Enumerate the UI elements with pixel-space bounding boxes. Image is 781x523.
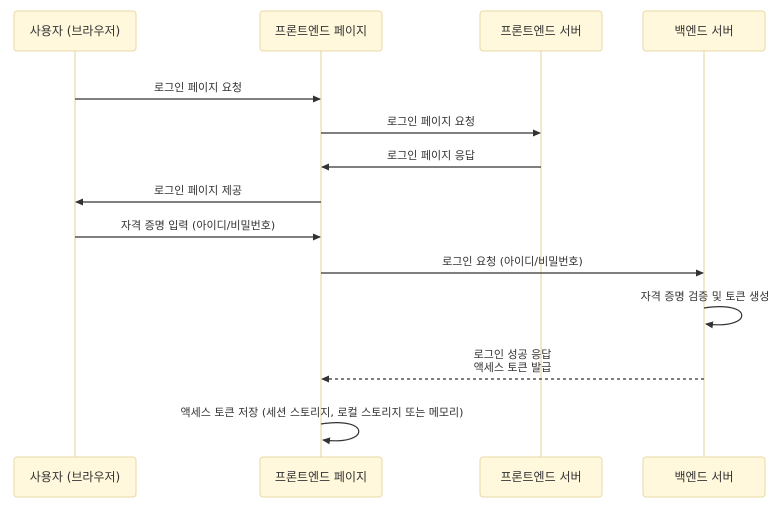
participant-box-rect (13, 456, 137, 498)
message-label: 자격 증명 검증 및 토큰 생성 (641, 290, 770, 303)
message: 로그인 요청 (아이디/비밀번호) (321, 255, 704, 277)
message: 로그인 페이지 요청 (75, 81, 321, 103)
participant-box-bottom: 사용자 (브라우저) (13, 456, 137, 498)
message: 로그인 페이지 응답 (321, 149, 541, 171)
message-label: 로그인 페이지 요청 (387, 115, 475, 128)
participant-label: 백엔드 서버 (674, 24, 733, 38)
message-label: 액세스 토큰 발급 (474, 361, 552, 374)
participant-box-rect (259, 10, 383, 52)
participant-box-top: 프론트엔드 페이지 (259, 10, 383, 52)
participant-box-rect (13, 10, 137, 52)
participant-label: 백엔드 서버 (674, 470, 733, 484)
participant-label: 프론트엔드 페이지 (275, 24, 367, 38)
message-label: 로그인 요청 (아이디/비밀번호) (442, 255, 583, 268)
message-label: 로그인 페이지 요청 (154, 81, 242, 94)
participant-box-top: 프론트엔드 서버 (479, 10, 603, 52)
message: 로그인 페이지 요청 (321, 115, 541, 137)
participant-box-rect (479, 10, 603, 52)
message-label: 자격 증명 입력 (아이디/비밀번호) (121, 219, 275, 232)
participant-box-rect (642, 456, 766, 498)
self-message-arrow (320, 422, 360, 445)
participant-box-bottom: 백엔드 서버 (642, 456, 766, 498)
participant-box-bottom: 프론트엔드 서버 (479, 456, 603, 498)
participant-label: 프론트엔드 서버 (500, 24, 581, 38)
message: 액세스 토큰 저장 (세션 스토리지, 로컬 스토리지 또는 메모리) (181, 406, 464, 445)
message-label: 로그인 성공 응답 (474, 348, 552, 361)
message: 자격 증명 입력 (아이디/비밀번호) (75, 219, 321, 241)
participant-box-bottom: 프론트엔드 페이지 (259, 456, 383, 498)
participant-label: 프론트엔드 페이지 (275, 470, 367, 484)
self-message-arrow (703, 306, 743, 329)
participant-box-rect (259, 456, 383, 498)
participant-label: 프론트엔드 서버 (500, 470, 581, 484)
message: 자격 증명 검증 및 토큰 생성 (641, 290, 770, 329)
message-label: 액세스 토큰 저장 (세션 스토리지, 로컬 스토리지 또는 메모리) (181, 406, 464, 419)
participant-box-rect (642, 10, 766, 52)
participant-box-top: 백엔드 서버 (642, 10, 766, 52)
message-label: 로그인 페이지 응답 (387, 149, 475, 162)
participant-label: 사용자 (브라우저) (30, 470, 120, 484)
participant-box-rect (479, 456, 603, 498)
participant-label: 사용자 (브라우저) (30, 24, 120, 38)
participant-box-top: 사용자 (브라우저) (13, 10, 137, 52)
message-label: 로그인 페이지 제공 (154, 184, 242, 197)
message: 로그인 페이지 제공 (75, 184, 321, 206)
